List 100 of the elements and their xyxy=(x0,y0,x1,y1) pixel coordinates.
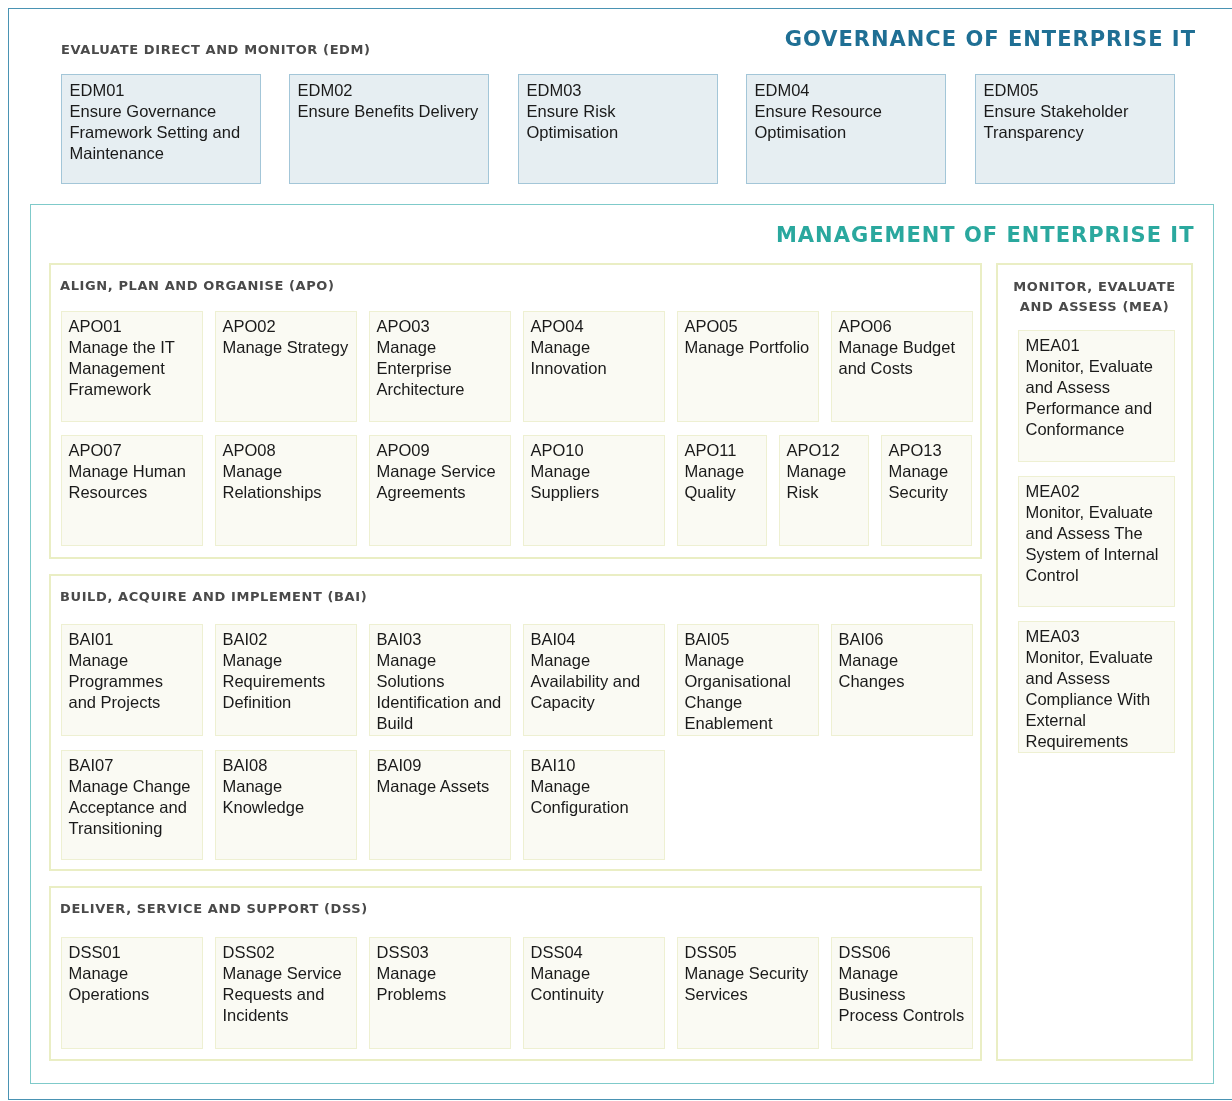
process-code: APO04 xyxy=(530,315,585,337)
process-code: EDM05 xyxy=(983,79,1040,101)
process-name: Manage Requirements Definition xyxy=(222,649,327,713)
process-box xyxy=(368,310,511,422)
process-code: BAI02 xyxy=(222,628,269,650)
process-name: Manage Availability and Capacity xyxy=(530,649,642,713)
process-box xyxy=(368,434,511,546)
process-name: Monitor, Evaluate and Assess The System of Internal Control xyxy=(1025,501,1160,586)
process-code: APO12 xyxy=(786,439,841,461)
process-box xyxy=(522,310,665,422)
management-panel xyxy=(29,203,1214,1084)
process-box xyxy=(60,310,203,422)
process-box xyxy=(1017,620,1175,753)
process-code: MEA02 xyxy=(1025,480,1081,502)
domain-heading: EVALUATE DIRECT AND MONITOR (EDM) xyxy=(61,42,371,57)
process-name: Manage the IT Management Framework xyxy=(68,336,176,400)
process-name: Manage Service Requests and Incidents xyxy=(222,962,343,1026)
process-name: Manage Programmes and Projects xyxy=(68,649,164,713)
process-box xyxy=(368,749,511,860)
domain-panel xyxy=(996,263,1193,1061)
process-name: Manage Change Acceptance and Transitioning xyxy=(68,775,192,839)
process-box xyxy=(60,73,261,184)
process-code: APO01 xyxy=(68,315,123,337)
process-box xyxy=(60,434,203,546)
process-name: Ensure Risk Optimisation xyxy=(526,100,620,143)
process-code: BAI07 xyxy=(68,754,115,776)
process-box xyxy=(214,623,357,736)
process-code: DSS03 xyxy=(376,941,430,963)
process-code: DSS04 xyxy=(530,941,584,963)
section-title: GOVERNANCE OF ENTERPRISE IT xyxy=(784,27,1196,51)
process-box xyxy=(522,936,665,1049)
process-code: APO05 xyxy=(684,315,739,337)
process-code: BAI04 xyxy=(530,628,577,650)
process-code: EDM02 xyxy=(297,79,354,101)
process-code: APO02 xyxy=(222,315,277,337)
process-box xyxy=(830,310,973,422)
process-box xyxy=(522,623,665,736)
process-box xyxy=(60,623,203,736)
process-name: Manage Human Resources xyxy=(68,460,187,503)
process-name: Manage Risk xyxy=(786,460,848,503)
process-box xyxy=(60,749,203,860)
process-name: Manage Business Process Controls xyxy=(838,962,965,1026)
process-code: BAI06 xyxy=(838,628,885,650)
process-name: Manage Problems xyxy=(376,962,448,1005)
process-box xyxy=(830,623,973,736)
process-name: Ensure Governance Framework Setting and Maintenance xyxy=(69,100,242,164)
process-code: APO08 xyxy=(222,439,277,461)
process-code: APO07 xyxy=(68,439,123,461)
process-box xyxy=(676,623,819,736)
process-name: Manage Organisational Change Enablement xyxy=(684,649,792,734)
process-box xyxy=(368,936,511,1049)
domain-panel xyxy=(49,263,982,559)
process-name: Manage Portfolio xyxy=(684,336,811,358)
process-box xyxy=(214,936,357,1049)
process-name: Manage Strategy xyxy=(222,336,349,358)
process-name: Manage Suppliers xyxy=(530,460,601,503)
process-name: Manage Configuration xyxy=(530,775,630,818)
process-name: Manage Quality xyxy=(684,460,746,503)
process-box xyxy=(830,936,973,1049)
process-name: Manage Relationships xyxy=(222,460,323,503)
process-code: BAI03 xyxy=(376,628,423,650)
process-name: Monitor, Evaluate and Assess Performance and Conformance xyxy=(1025,355,1154,440)
process-code: DSS05 xyxy=(684,941,738,963)
process-name: Manage Innovation xyxy=(530,336,608,379)
process-box xyxy=(522,749,665,860)
process-code: BAI05 xyxy=(684,628,731,650)
process-name: Manage Knowledge xyxy=(222,775,306,818)
process-code: BAI10 xyxy=(530,754,577,776)
process-code: EDM01 xyxy=(69,79,126,101)
process-code: DSS06 xyxy=(838,941,892,963)
process-name: Monitor, Evaluate and Assess Compliance With External Requirements xyxy=(1025,646,1154,752)
process-code: MEA03 xyxy=(1025,625,1081,647)
process-box xyxy=(288,73,489,184)
process-code: MEA01 xyxy=(1025,334,1081,356)
domain-panel xyxy=(49,886,982,1061)
governance-panel xyxy=(8,8,1232,1100)
process-name: Ensure Stakeholder Transparency xyxy=(983,100,1130,143)
process-box xyxy=(676,936,819,1049)
process-box xyxy=(1017,475,1175,607)
process-box xyxy=(214,310,357,422)
process-box xyxy=(368,623,511,736)
process-box xyxy=(676,434,767,546)
domain-heading: ALIGN, PLAN AND ORGANISE (APO) xyxy=(60,278,335,293)
process-box xyxy=(676,310,819,422)
process-code: EDM04 xyxy=(754,79,811,101)
section-title: MANAGEMENT OF ENTERPRISE IT xyxy=(775,222,1195,247)
process-name: Manage Enterprise Architecture xyxy=(376,336,466,400)
process-box xyxy=(974,73,1175,184)
process-box xyxy=(1017,329,1175,462)
process-code: APO09 xyxy=(376,439,431,461)
process-code: APO03 xyxy=(376,315,431,337)
process-box xyxy=(880,434,972,546)
process-code: EDM03 xyxy=(526,79,583,101)
process-box xyxy=(517,73,718,184)
process-box xyxy=(214,434,357,546)
process-name: Manage Budget and Costs xyxy=(838,336,956,379)
process-name: Manage Security Services xyxy=(684,962,810,1005)
process-box xyxy=(778,434,869,546)
domain-heading: DELIVER, SERVICE AND SUPPORT (DSS) xyxy=(60,901,368,916)
process-name: Manage Solutions Identification and Build xyxy=(376,649,503,734)
